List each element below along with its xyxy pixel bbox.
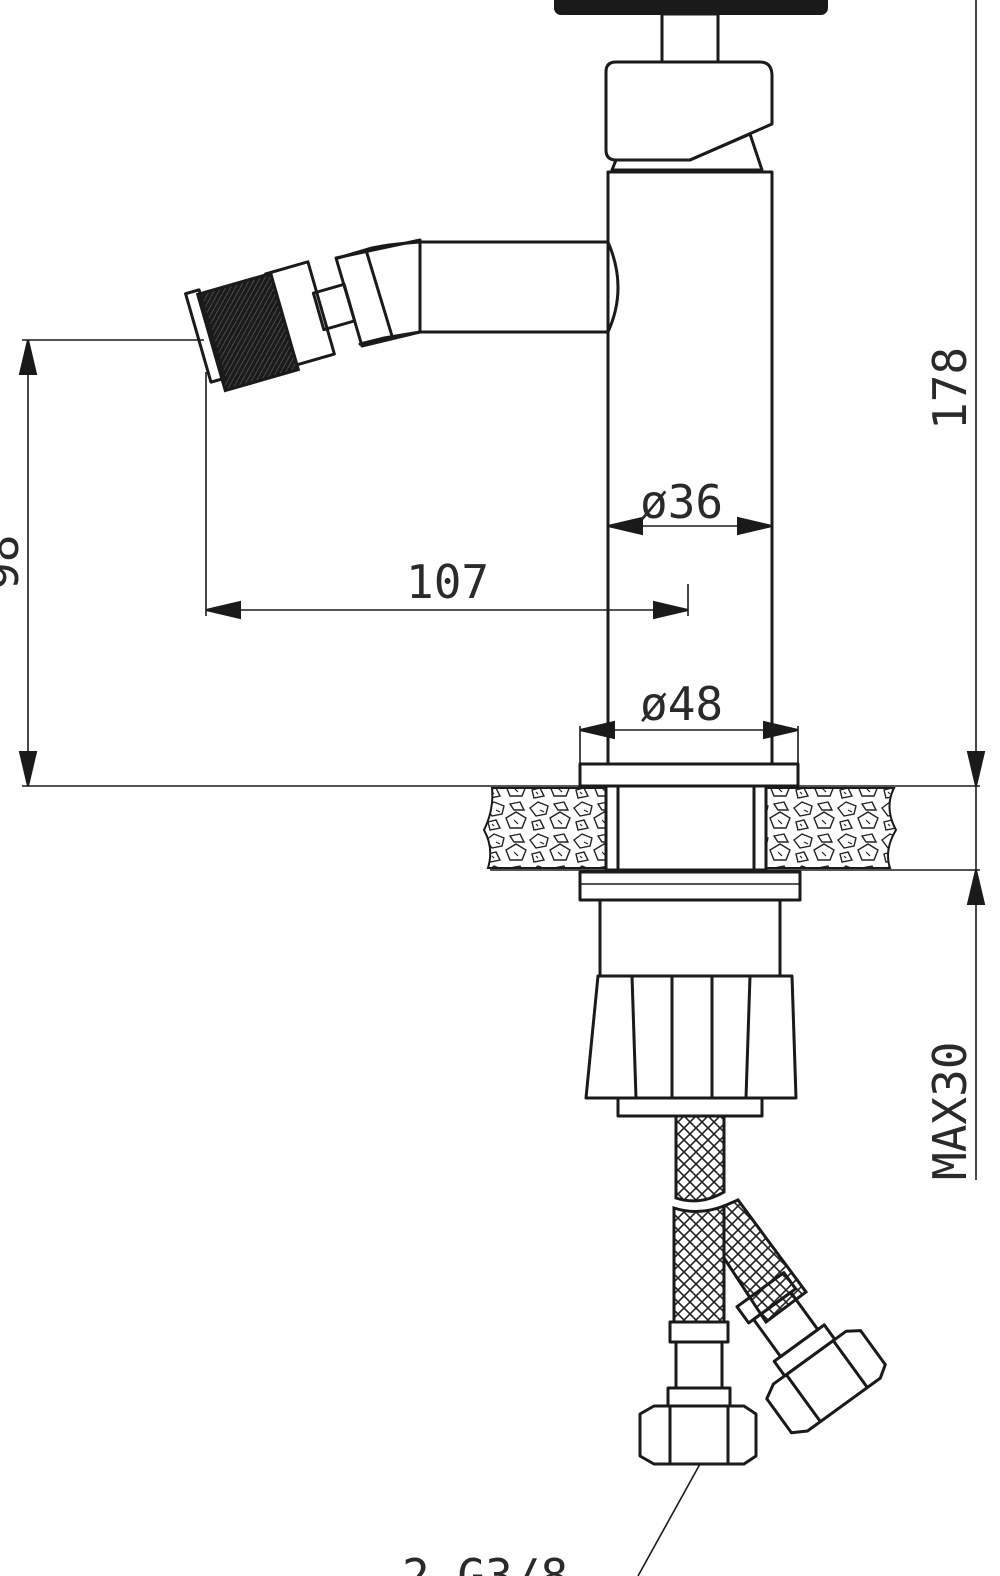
dimension-deck-thickness: MAX30	[923, 786, 986, 1180]
mounting-shank	[604, 784, 768, 872]
supply-hoses	[638, 1114, 887, 1466]
spout-height-label: 98	[0, 535, 29, 590]
spout	[184, 238, 620, 393]
dimension-overall-height: 178	[923, 0, 986, 787]
hose-upper	[674, 1114, 726, 1203]
spout-reach-label: 107	[406, 555, 489, 609]
shank-sleeve	[598, 898, 782, 978]
body-column	[606, 170, 774, 766]
handle	[554, 0, 828, 172]
base-diameter-label: ø48	[640, 677, 723, 731]
max-deck-thickness-label: MAX30	[923, 1042, 977, 1180]
handle-knob-cap	[554, 0, 828, 15]
handle-lever	[604, 60, 774, 162]
overall-height-label: 178	[923, 347, 977, 430]
handle-stem	[660, 12, 720, 64]
nut-washer	[616, 1096, 764, 1118]
spout-nozzle	[195, 271, 301, 393]
hose-left-collar	[666, 1386, 732, 1408]
handle-collar	[610, 132, 764, 172]
hose-left	[672, 1203, 726, 1324]
deck-left	[482, 787, 607, 869]
dimension-base-diameter: ø48	[579, 677, 799, 764]
hose-left-hex-nut	[638, 1404, 758, 1466]
body-diameter-label: ø36	[640, 475, 723, 529]
base-flange	[578, 762, 800, 788]
dimension-spout-height: 98	[0, 339, 204, 787]
spout-neck	[311, 282, 357, 332]
spout-nozzle-tip	[184, 288, 226, 384]
faucet-body	[606, 170, 774, 766]
hose-right	[722, 1198, 809, 1325]
hose-left-sleeve	[674, 1340, 724, 1390]
spout-ring	[364, 248, 394, 338]
hose-left-ferrule	[668, 1320, 730, 1344]
connection-label: 2-G3/8	[402, 1549, 568, 1576]
fixing-nut	[584, 974, 798, 1100]
base-assembly	[22, 762, 980, 1118]
hose-right-hex-nut	[765, 1329, 887, 1435]
dimension-body-diameter: ø36	[607, 475, 773, 536]
dimension-spout-reach: 107	[205, 372, 689, 620]
deck-right	[765, 787, 898, 869]
connection-callout: 2-G3/8	[402, 1463, 701, 1576]
hose-right-collar	[772, 1323, 837, 1378]
washer	[578, 870, 802, 902]
